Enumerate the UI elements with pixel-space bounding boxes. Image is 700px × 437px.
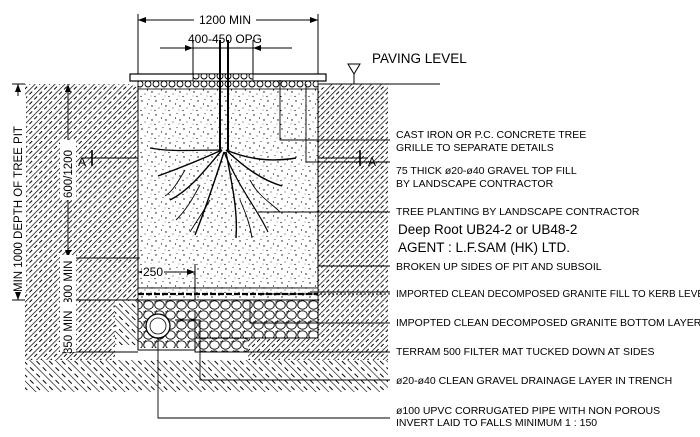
section-mark-left-label: A: [78, 155, 86, 169]
paving-level-label: PAVING LEVEL: [372, 51, 467, 66]
dim-trench-width: 250: [138, 264, 196, 300]
dim-upper: 600/1200: [60, 84, 140, 259]
dim-top-width: 1200 MIN: [137, 12, 319, 74]
callout-topfill-1: 75 THICK ø20-ø40 GRAVEL TOP FILL: [396, 165, 577, 177]
dim-trench-width-label: 250: [143, 265, 163, 279]
dim-opening-label: 400-450 OPG: [188, 32, 262, 46]
dim-top-width-label: 1200 MIN: [199, 13, 251, 27]
section-mark-left: A: [78, 150, 138, 169]
dim-middle: 300 MIN: [60, 255, 138, 305]
callout-broken-sides: BROKEN UP SIDES OF PIT AND SUBSOIL: [396, 261, 602, 273]
dim-middle-label: 300 MIN: [63, 261, 75, 304]
callout-grille-1: CAST IRON OR P.C. CONCRETE TREE: [396, 129, 586, 141]
callout-planting: TREE PLANTING BY LANDSCAPE CONTRACTOR: [396, 206, 640, 218]
ground-bottom: [25, 300, 388, 392]
dim-opening: 400-450 OPG: [160, 32, 292, 74]
callout-bottom-layer: IMPOPTED CLEAN DECOMPOSED GRANITE BOTTOM…: [396, 317, 700, 329]
agent-product: Deep Root UB24-2 or UB48-2: [398, 222, 577, 237]
dim-total-depth-label: MIN 1000 DEPTH OF TREE PIT: [13, 126, 25, 292]
callout-topfill-2: BY LANDSCAPE CONTRACTOR: [396, 178, 554, 190]
callout-pipe-1: ø100 UPVC CORRUGATED PIPE WITH NON POROU…: [396, 405, 660, 417]
dim-upper-label: 600/1200: [63, 150, 75, 198]
tree-roots: [149, 40, 297, 239]
agent-name: AGENT : L.F.SAM (HK) LTD.: [398, 240, 570, 255]
leader-lines: [157, 80, 390, 419]
dim-bottom: 350 MIN: [60, 300, 138, 354]
callout-filter-mat: TERRAM 500 FILTER MAT TUCKED DOWN AT SID…: [396, 346, 654, 358]
ground-left: [25, 84, 138, 360]
callout-pipe-2: INVERT LAID TO FALLS MINIMUM 1 : 150: [396, 417, 597, 429]
upvc-pipe: [145, 313, 171, 339]
paving-level-marker: PAVING LEVEL: [318, 51, 467, 85]
callout-grille-2: GRILLE TO SEPARATE DETAILS: [396, 142, 554, 154]
callout-gravel-trench: ø20-ø40 CLEAN GRAVEL DRAINAGE LAYER IN T…: [396, 375, 672, 387]
dim-total-depth: MIN 1000 DEPTH OF TREE PIT: [10, 83, 26, 301]
callout-fill-kerb: IMPORTED CLEAN DECOMPOSED GRANITE FILL T…: [396, 289, 700, 300]
callout-list: CAST IRON OR P.C. CONCRETE TREE GRILLE T…: [396, 129, 700, 429]
dim-bottom-label: 350 MIN: [63, 311, 75, 354]
